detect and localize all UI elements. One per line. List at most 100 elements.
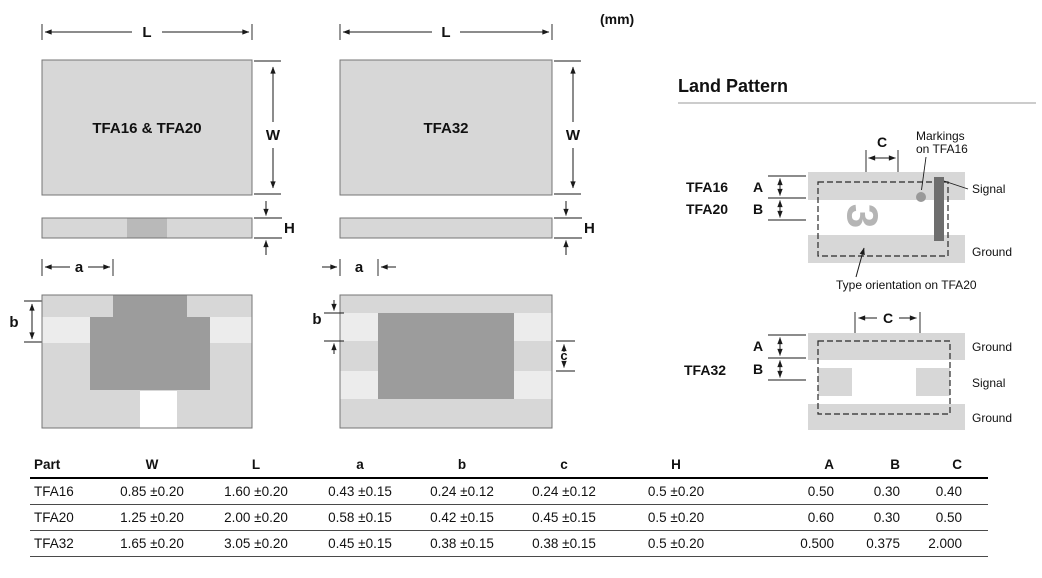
- extension-line: [865, 150, 899, 172]
- extension-line: [324, 312, 344, 342]
- dim-label-w: W: [566, 127, 581, 144]
- package-label: TFA32: [423, 120, 468, 137]
- cell-l: 2.00 ±0.20: [204, 504, 308, 531]
- orientation-note: Type orientation on TFA20: [836, 278, 977, 292]
- dimension-table: Part W L a b c H A B C TFA16 0.85 ±0.20 …: [30, 452, 988, 557]
- dim-label-b: b: [312, 311, 321, 328]
- dim-label-a: a: [355, 259, 364, 276]
- cell-land-a: 0.50: [736, 478, 838, 505]
- tfa16-tfa20-land-pattern: 3 C Markings on TFA16 A B TFA16 TFA20 Si…: [686, 129, 1012, 292]
- part-name-tfa32: TFA32: [684, 362, 726, 378]
- cell-part: TFA32: [30, 530, 100, 557]
- package-side-view: [339, 217, 553, 239]
- dim-label-h: H: [284, 220, 295, 237]
- cell-l: 1.60 ±0.20: [204, 478, 308, 505]
- col-header-land-a: A: [736, 452, 838, 479]
- dim-label-c-land: C: [877, 134, 887, 150]
- component-dashed-outline: [817, 181, 949, 257]
- cell-a: 0.43 ±0.15: [308, 478, 412, 505]
- package-top-view: [339, 59, 553, 196]
- dim-label-b: b: [9, 314, 18, 331]
- ground-label: Ground: [972, 245, 1012, 259]
- ground-pad: [808, 333, 965, 360]
- tfa16-tfa20-package-drawing: L TFA16 & TFA20 W H a b: [9, 24, 295, 429]
- land-pattern-section: Land Pattern 3 C Markings on TFA16 A B: [678, 76, 1036, 430]
- cell-a: 0.58 ±0.15: [308, 504, 412, 531]
- package-label: TFA16 & TFA20: [92, 120, 201, 137]
- cell-l: 3.05 ±0.20: [204, 530, 308, 557]
- cell-c: 0.45 ±0.15: [512, 504, 616, 531]
- leader-line: [855, 247, 865, 278]
- marking-bar: [934, 177, 944, 241]
- cell-c: 0.38 ±0.15: [512, 530, 616, 557]
- extension-line: [339, 24, 553, 40]
- marking-dot: [916, 192, 926, 202]
- cell-land-a: 0.500: [736, 530, 838, 557]
- col-header-b: b: [412, 452, 512, 479]
- part-name-tfa16: TFA16: [686, 179, 728, 195]
- extension-line: [41, 24, 253, 40]
- extension-line: [768, 175, 806, 221]
- cell-h: 0.5 ±0.20: [616, 530, 736, 557]
- side-view-center-terminal: [127, 218, 167, 238]
- extension-line: [556, 340, 575, 372]
- cell-b: 0.38 ±0.15: [412, 530, 512, 557]
- signal-label: Signal: [972, 182, 1005, 196]
- signal-pad: [916, 368, 950, 396]
- cell-part: TFA16: [30, 478, 100, 505]
- col-header-land-c: C: [908, 452, 988, 479]
- ground-label: Ground: [972, 340, 1012, 354]
- cell-land-b: 0.30: [838, 504, 908, 531]
- leader-line: [943, 180, 969, 190]
- extension-line: [254, 60, 281, 195]
- markings-note-line2: on TFA16: [916, 142, 968, 156]
- extension-line: [24, 300, 42, 343]
- dim-label-b-land: B: [753, 201, 763, 217]
- col-header-part: Part: [30, 452, 100, 479]
- land-pattern-title: Land Pattern: [678, 76, 788, 96]
- cell-w: 1.25 ±0.20: [100, 504, 204, 531]
- orientation-glyph: 3: [838, 204, 887, 228]
- dim-label-b-land: B: [753, 361, 763, 377]
- markings-note-line1: Markings: [916, 129, 965, 143]
- leader-line: [921, 156, 927, 191]
- bottom-view-notch: [140, 391, 177, 428]
- dim-label-w: W: [266, 127, 281, 144]
- units-label: (mm): [600, 11, 634, 27]
- col-header-c: c: [512, 452, 616, 479]
- dim-label-a-land: A: [753, 179, 763, 195]
- extension-line: [254, 217, 282, 239]
- dim-label-l: L: [441, 24, 450, 41]
- extension-line: [768, 334, 806, 381]
- signal-label: Signal: [972, 376, 1005, 390]
- col-header-h: H: [616, 452, 736, 479]
- cell-w: 1.65 ±0.20: [100, 530, 204, 557]
- dim-label-c-land: C: [883, 310, 893, 326]
- cell-land-c: 0.40: [908, 478, 988, 505]
- table-header-row: Part W L a b c H A B C: [30, 452, 988, 479]
- table-row-tfa32: TFA32 1.65 ±0.20 3.05 ±0.20 0.45 ±0.15 0…: [30, 530, 988, 557]
- extension-line: [554, 60, 581, 195]
- tfa32-package-drawing: L TFA32 W H a b c: [312, 24, 595, 429]
- extension-line: [41, 259, 114, 276]
- tfa32-land-pattern: C A B TFA32 Ground Signal Ground: [684, 310, 1012, 430]
- col-header-land-b: B: [838, 452, 908, 479]
- col-header-w: W: [100, 452, 204, 479]
- dim-label-c: c: [560, 348, 567, 363]
- cell-land-c: 2.000: [908, 530, 988, 557]
- component-dashed-outline: [817, 340, 951, 415]
- dim-label-l: L: [142, 24, 151, 41]
- cell-w: 0.85 ±0.20: [100, 478, 204, 505]
- mechanical-drawing: (mm) L TFA16 & TFA20 W H a b: [9, 11, 1036, 430]
- package-top-view: [41, 59, 253, 196]
- extension-line: [554, 217, 582, 239]
- part-name-tfa20: TFA20: [686, 201, 728, 217]
- ground-label: Ground: [972, 411, 1012, 425]
- dim-label-a-land: A: [753, 338, 763, 354]
- center-terminal-shape: [378, 313, 514, 399]
- cell-land-b: 0.375: [838, 530, 908, 557]
- cell-land-c: 0.50: [908, 504, 988, 531]
- cell-land-a: 0.60: [736, 504, 838, 531]
- table-row-tfa16: TFA16 0.85 ±0.20 1.60 ±0.20 0.43 ±0.15 0…: [30, 478, 988, 505]
